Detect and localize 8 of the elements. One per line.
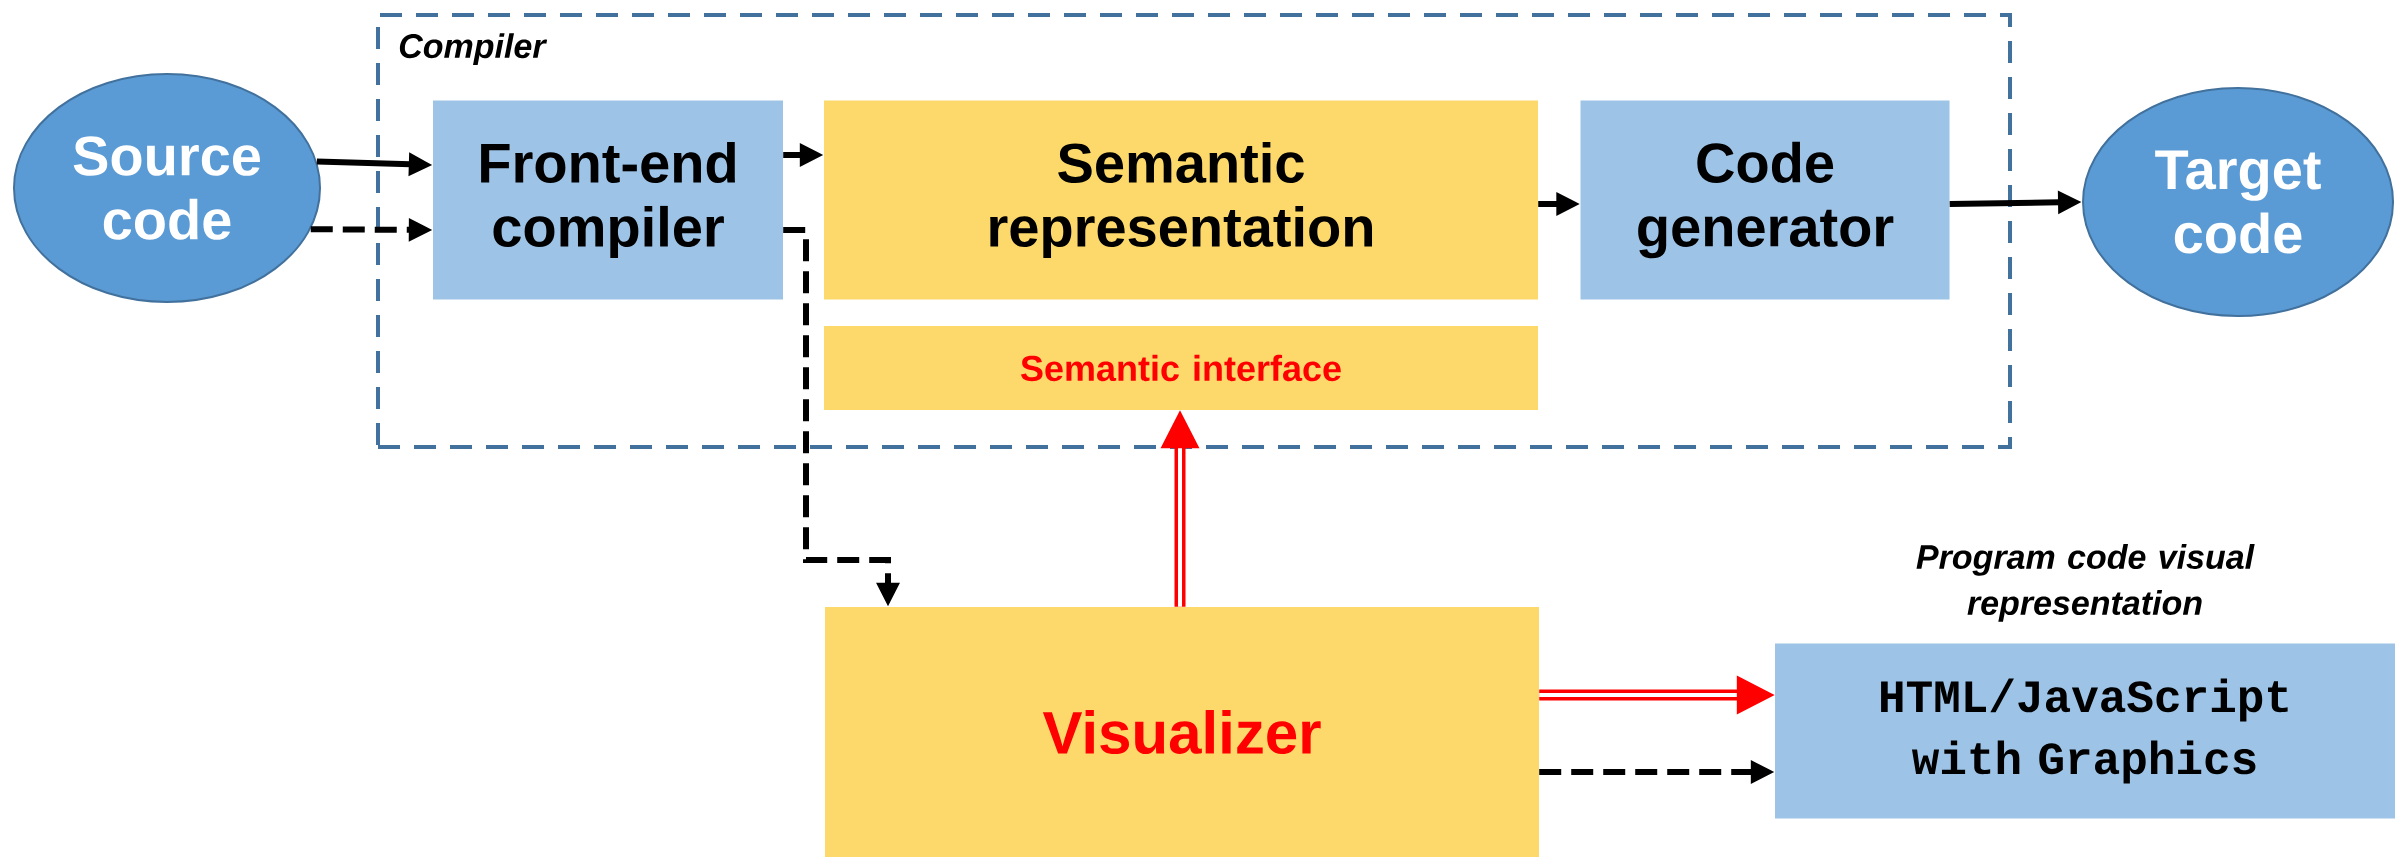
output-box: HTML/JavaScript with Graphics <box>1775 643 2396 819</box>
caption-text: Program code visual representation <box>1916 544 2255 622</box>
interface-bar: Semantic interface <box>824 326 1538 410</box>
process-box: Semantic representation <box>824 100 1538 300</box>
frame-title: Compiler <box>399 33 548 65</box>
process-box: Code generator <box>1580 100 1950 300</box>
process-box: Front-end compiler <box>433 100 783 300</box>
visualizer-box: Visualizer <box>825 607 1539 857</box>
